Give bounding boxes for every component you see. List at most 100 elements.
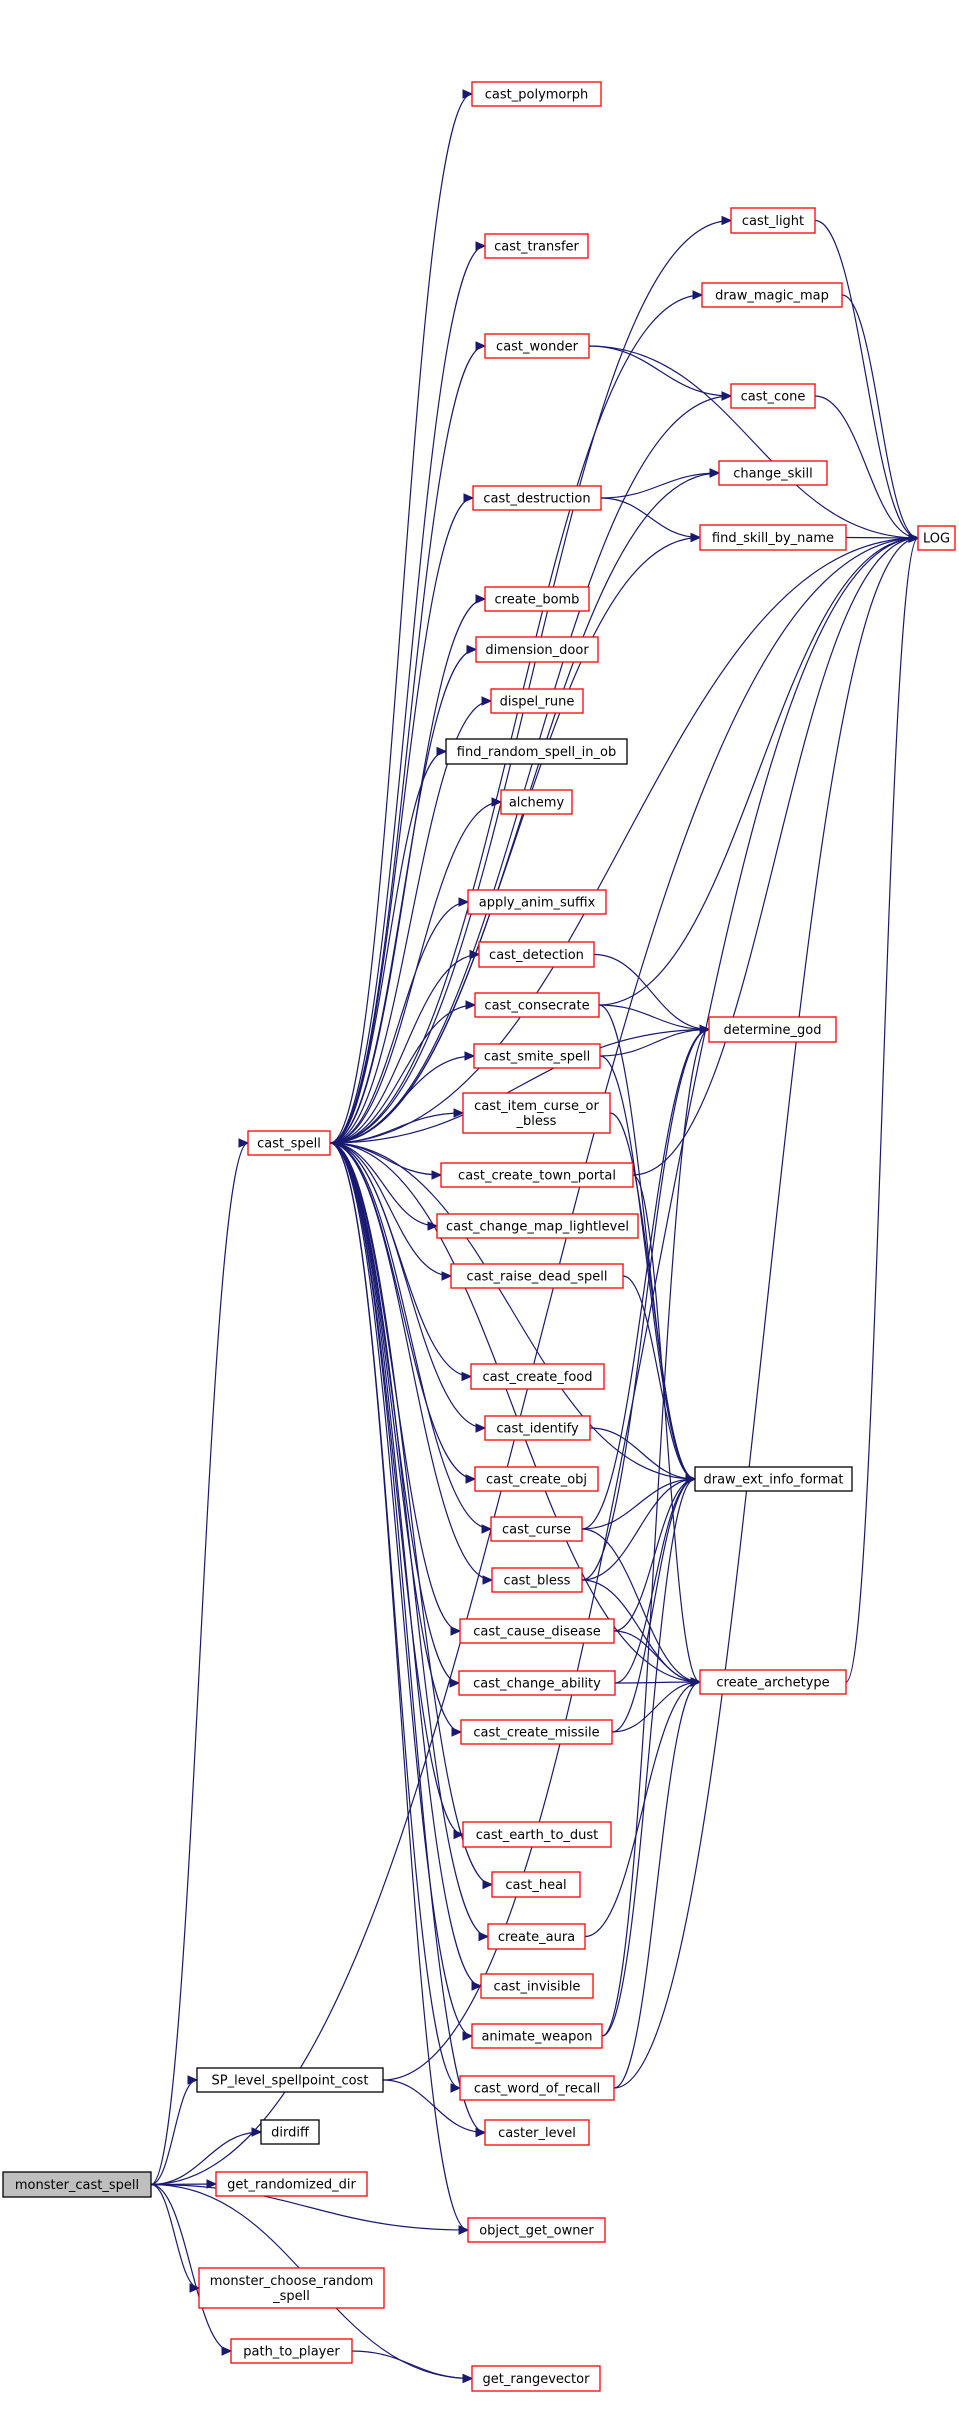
node-label: _bless xyxy=(516,1114,557,1129)
node-dispel-rune[interactable]: dispel_rune xyxy=(490,688,584,714)
node-cast-raise-dead-spell[interactable]: cast_raise_dead_spell xyxy=(450,1263,624,1289)
node-box xyxy=(491,1567,583,1593)
node-box xyxy=(474,1466,599,1492)
node-label: object_get_owner xyxy=(479,2224,594,2239)
node-path-to-player[interactable]: path_to_player xyxy=(230,2338,353,2364)
node-label: cast_detection xyxy=(489,948,584,963)
edge-animate_weapon-to-determine_god xyxy=(601,1024,711,2037)
node-box xyxy=(440,1162,634,1188)
node-animate-weapon[interactable]: animate_weapon xyxy=(471,2023,603,2049)
edge-cast_spell-to-cast_detection xyxy=(329,949,481,1144)
node-SP-level-spellpoint-cost[interactable]: SP_level_spellpoint_cost xyxy=(196,2067,384,2093)
edge-cast_consecrate-to-LOG xyxy=(598,533,920,1006)
node-get-rangevector[interactable]: get_rangevector xyxy=(471,2365,601,2392)
node-label: apply_anim_suffix xyxy=(479,896,596,911)
node-cast-smite-spell[interactable]: cast_smite_spell xyxy=(473,1043,601,1069)
node-label: _spell xyxy=(272,2289,310,2304)
node-cast-destruction[interactable]: cast_destruction xyxy=(472,485,602,511)
node-find-random-spell-in-ob[interactable]: find_random_spell_in_ob xyxy=(445,738,628,765)
node-create-archetype[interactable]: create_archetype xyxy=(699,1669,847,1695)
edge-cast_spell-to-cast_bless xyxy=(329,1142,494,1585)
node-label: cast_cause_disease xyxy=(473,1625,600,1640)
edge-cast_wonder-to-LOG xyxy=(588,345,920,543)
node-cast-create-town-portal[interactable]: cast_create_town_portal xyxy=(440,1162,634,1188)
node-box xyxy=(718,460,828,486)
edge-cast_spell-to-cast_identify xyxy=(329,1142,487,1433)
node-label: cast_create_obj xyxy=(486,1473,587,1488)
node-box xyxy=(230,2338,353,2364)
edge-cast_spell-to-cast_destruction xyxy=(329,493,475,1144)
node-label: draw_magic_map xyxy=(715,289,829,304)
node-label: cast_earth_to_dust xyxy=(476,1828,599,1843)
node-find-skill-by-name[interactable]: find_skill_by_name xyxy=(699,524,847,551)
node-alchemy[interactable]: alchemy xyxy=(500,789,573,815)
edge-cast_spell-to-dimension_door xyxy=(329,644,478,1144)
node-draw-ext-info-format[interactable]: draw_ext_info_format xyxy=(694,1466,853,1492)
edge-create_aura-to-create_archetype xyxy=(584,1677,702,1938)
node-box xyxy=(470,1363,605,1390)
node-label: cast_polymorph xyxy=(485,88,588,103)
node-apply-anim-suffix[interactable]: apply_anim_suffix xyxy=(467,889,607,915)
node-get-randomized-dir[interactable]: get_randomized_dir xyxy=(215,2171,368,2197)
node-determine-god[interactable]: determine_god xyxy=(708,1016,837,1043)
node-draw-magic-map[interactable]: draw_magic_map xyxy=(701,282,843,308)
node-cast-transfer[interactable]: cast_transfer xyxy=(484,233,589,259)
edge-cast_spell-to-apply_anim_suffix xyxy=(329,897,470,1144)
node-box xyxy=(473,1043,601,1069)
node-box xyxy=(491,1871,581,1898)
node-label: cast_smite_spell xyxy=(484,1050,590,1065)
node-cast-wonder[interactable]: cast_wonder xyxy=(484,333,590,359)
node-create-aura[interactable]: create_aura xyxy=(487,1923,586,1950)
node-cast-cause-disease[interactable]: cast_cause_disease xyxy=(459,1618,615,1644)
node-cast-identify[interactable]: cast_identify xyxy=(484,1415,591,1441)
node-cast-spell[interactable]: cast_spell xyxy=(247,1130,331,1156)
node-box xyxy=(196,2067,384,2093)
node-label: cast_spell xyxy=(257,1137,321,1152)
node-box xyxy=(490,688,584,714)
node-cast-item-curse-or-bless[interactable]: cast_item_curse_or_bless xyxy=(462,1092,611,1134)
node-cast-cone[interactable]: cast_cone xyxy=(730,383,816,409)
node-LOG[interactable]: LOG xyxy=(917,525,956,551)
node-dimension-door[interactable]: dimension_door xyxy=(475,636,599,663)
node-monster-choose-random-spell[interactable]: monster_choose_random_spell xyxy=(198,2267,385,2309)
node-cast-bless[interactable]: cast_bless xyxy=(491,1567,583,1593)
node-caster-level[interactable]: caster_level xyxy=(484,2119,590,2146)
node-cast-detection[interactable]: cast_detection xyxy=(478,941,595,968)
node-label: dimension_door xyxy=(485,643,589,658)
node-change-skill[interactable]: change_skill xyxy=(718,460,828,486)
node-cast-change-map-lightlevel[interactable]: cast_change_map_lightlevel xyxy=(436,1213,639,1239)
node-cast-create-food[interactable]: cast_create_food xyxy=(470,1363,605,1390)
node-cast-light[interactable]: cast_light xyxy=(730,207,816,234)
node-label: create_archetype xyxy=(716,1676,829,1691)
node-cast-word-of-recall[interactable]: cast_word_of_recall xyxy=(459,2075,615,2101)
node-box xyxy=(484,2119,590,2146)
edge-cast_spell-to-cast_light xyxy=(329,215,733,1144)
edge-cast_spell-to-object_get_owner xyxy=(329,1142,470,2235)
node-cast-polymorph[interactable]: cast_polymorph xyxy=(471,81,602,107)
node-monster-cast-spell[interactable]: monster_cast_spell xyxy=(2,2171,152,2198)
node-cast-consecrate[interactable]: cast_consecrate xyxy=(474,992,600,1018)
node-box xyxy=(484,333,590,359)
edge-cast_cause_disease-to-create_archetype xyxy=(613,1630,702,1687)
node-cast-heal[interactable]: cast_heal xyxy=(491,1871,581,1898)
node-cast-create-missile[interactable]: cast_create_missile xyxy=(460,1719,613,1745)
node-box xyxy=(699,524,847,551)
edge-animate_weapon-to-draw_ext_info_format xyxy=(601,1474,697,2037)
node-cast-change-ability[interactable]: cast_change_ability xyxy=(458,1670,616,1696)
node-cast-earth-to-dust[interactable]: cast_earth_to_dust xyxy=(462,1821,612,1848)
node-box xyxy=(474,992,600,1018)
node-dirdiff[interactable]: dirdiff xyxy=(260,2119,320,2145)
node-label: create_aura xyxy=(498,1930,575,1945)
edge-cast_spell-to-cast_heal xyxy=(329,1142,494,1890)
node-label: cast_create_missile xyxy=(473,1726,599,1741)
node-cast-create-obj[interactable]: cast_create_obj xyxy=(474,1466,599,1492)
node-create-bomb[interactable]: create_bomb xyxy=(484,586,590,612)
node-cast-curse[interactable]: cast_curse xyxy=(490,1516,583,1542)
edge-cast_spell-to-cast_create_missile xyxy=(329,1142,463,1737)
function-nodes: monster_cast_spell cast_spellSP_level_spe… xyxy=(2,81,956,2392)
node-object-get-owner[interactable]: object_get_owner xyxy=(467,2217,606,2243)
edge-path_to_player-to-get_rangevector xyxy=(351,2350,474,2384)
node-cast-invisible[interactable]: cast_invisible xyxy=(480,1973,594,1999)
node-box xyxy=(484,586,590,612)
